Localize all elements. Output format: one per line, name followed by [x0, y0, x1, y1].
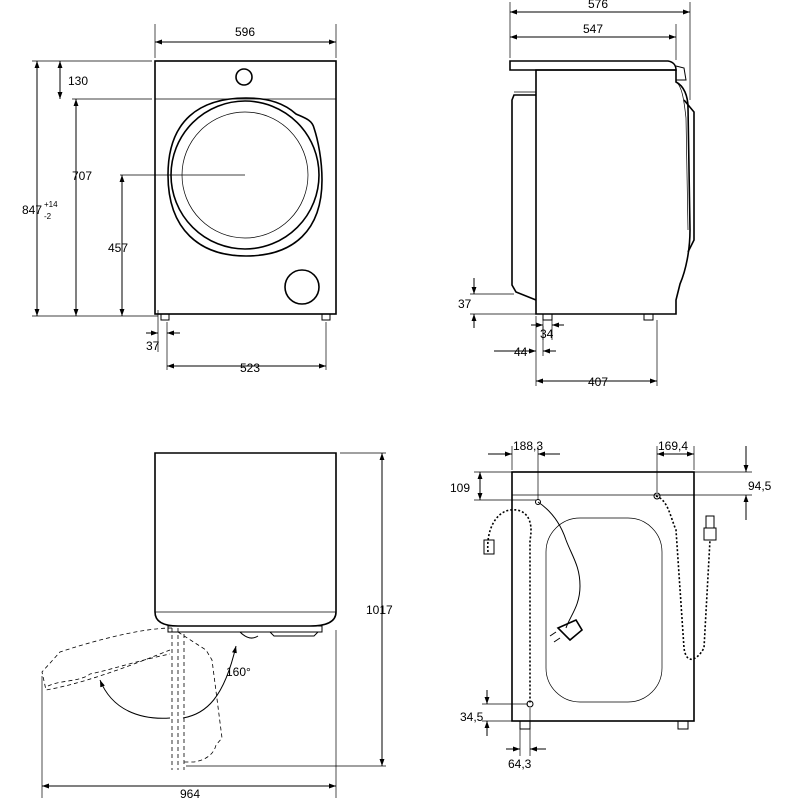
rear-foot-left	[519, 720, 531, 730]
side-door-profile	[683, 99, 695, 253]
drain-hose	[486, 509, 532, 704]
rear-cable-top-label: 109	[450, 481, 470, 495]
front-total-height-label: 847	[22, 203, 42, 217]
door-angle-label: 160°	[226, 665, 251, 679]
door-outline	[167, 97, 323, 257]
side-total-depth-label: 576	[588, 0, 608, 11]
side-foot-height-label: 37	[458, 297, 472, 311]
inlet-connector-icon	[703, 527, 717, 541]
side-knob-icon	[675, 65, 687, 81]
front-width-label: 596	[235, 25, 255, 39]
side-body-depth-label: 547	[583, 22, 603, 36]
rear-cabinet	[511, 471, 695, 722]
door-swing-outline	[177, 631, 223, 763]
top-view: 160° 1017 964	[41, 452, 393, 800]
front-height-tol-minus: -2	[44, 212, 52, 221]
side-foot-front	[643, 313, 654, 321]
filter-cover-icon	[284, 269, 320, 305]
rear-inlet-top-label: 94,5	[748, 479, 772, 493]
front-foot-height-label: 37	[146, 339, 160, 353]
top-cabinet	[154, 452, 337, 627]
front-door-center-label: 457	[108, 241, 128, 255]
rear-drain-offset-label: 64,3	[508, 757, 532, 771]
power-plug-icon	[556, 618, 584, 642]
rear-cable-offset-label: 188,3	[513, 439, 543, 453]
rear-hose-offset-label: 169,4	[658, 439, 688, 453]
front-view: 596 130 707 847 +14 -2 457 37 523	[22, 24, 337, 375]
front-height-tol-plus: +14	[44, 200, 58, 209]
side-top-plate	[509, 60, 677, 71]
rear-bottom-offset-label: 34,5	[460, 710, 484, 724]
side-foot-rear	[542, 313, 553, 321]
top-door-hinge	[167, 625, 323, 633]
door-opening-depth-label: 964	[180, 787, 200, 800]
rear-foot-right	[677, 720, 689, 730]
rear-view: 188,3 169,4 109 94,5 34,5 64,3	[450, 439, 772, 771]
front-top-offset-label: 130	[68, 74, 88, 88]
side-rear-bulge	[511, 94, 537, 301]
top-height-label: 1017	[366, 603, 393, 617]
side-foot-span-label: 407	[588, 375, 608, 389]
front-foot-left	[160, 313, 170, 321]
front-foot-right	[321, 313, 331, 321]
side-view: 576 547 37 34 44 407	[458, 0, 695, 389]
program-knob-icon	[235, 68, 253, 86]
rear-access-panel	[545, 517, 663, 703]
front-foot-span-label: 523	[240, 361, 260, 375]
front-cabinet	[154, 60, 337, 315]
inlet-hose	[655, 495, 711, 661]
side-cabinet	[535, 69, 691, 315]
power-cable	[537, 501, 581, 629]
open-door-outline	[41, 627, 173, 691]
side-rear-offset-label: 44	[514, 345, 528, 359]
drain-hose-end-icon	[483, 539, 495, 555]
front-porthole-height-label: 707	[72, 169, 92, 183]
side-foot-inset-label: 34	[540, 327, 554, 341]
